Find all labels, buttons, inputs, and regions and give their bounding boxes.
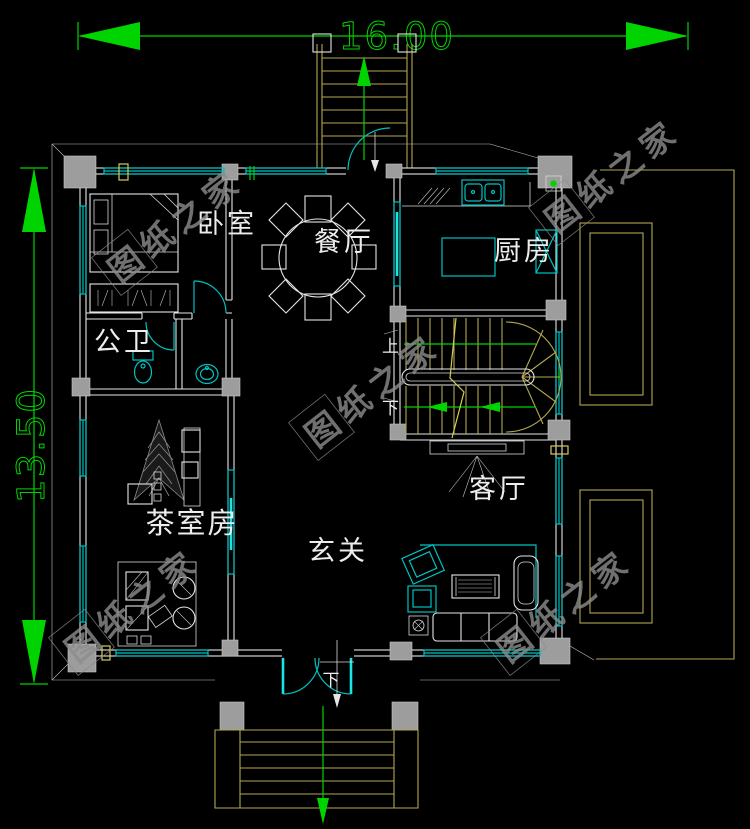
- label-entrance-down: 下: [323, 671, 340, 691]
- wardrobe: [89, 283, 179, 313]
- side-table-plant: [408, 615, 429, 636]
- label-dining: 餐厅: [314, 227, 374, 258]
- window-living-right-upper: [555, 457, 563, 525]
- bedroom-furniture: [89, 193, 179, 313]
- stair-handrail: [401, 368, 535, 386]
- steps-down-arrow: [317, 798, 329, 824]
- dining-table: [278, 218, 358, 298]
- glazing-kitchen-partition: [393, 201, 401, 287]
- window-kitchen-top: [435, 167, 529, 175]
- wall-marker-bottom: [101, 645, 111, 661]
- room-labels: 卧室 餐厅 厨房 公卫 茶室房 客厅 玄关 下: [94, 209, 554, 691]
- stair-down-label: 下: [382, 399, 399, 419]
- window-living-right-lower: [555, 555, 563, 627]
- armchair-1: [401, 543, 446, 585]
- stair-up-label: 上: [382, 337, 399, 357]
- watermark: 图纸之家: [48, 541, 208, 677]
- svg-text:图纸之家: 图纸之家: [298, 326, 448, 455]
- dimension-top: 16.00: [77, 15, 689, 59]
- door-bathroom: [145, 321, 175, 351]
- decor-cabinet: [127, 418, 201, 507]
- doors: [145, 127, 391, 708]
- desk-set: [117, 561, 197, 647]
- dining-furniture: [261, 195, 377, 321]
- site-boundary: [51, 143, 735, 681]
- label-kitchen: 厨房: [494, 236, 554, 267]
- bathroom-fittings: [132, 350, 219, 385]
- bed: [89, 193, 179, 273]
- stair-newel-left: [312, 33, 332, 53]
- kitchen-sink: [461, 179, 505, 206]
- wall-vent-marker: [249, 166, 255, 180]
- stair-up-arrow: [357, 56, 371, 86]
- stair-newel-right: [397, 33, 417, 53]
- entry-direction-arrow: [371, 160, 379, 172]
- label-living: 客厅: [469, 474, 529, 505]
- exterior-steps-bottom: [214, 706, 419, 824]
- label-tearoom: 茶室房: [145, 506, 238, 540]
- entrance-direction-arrow: [333, 694, 341, 708]
- structural-columns: [63, 155, 573, 731]
- dimension-arrow-right: [626, 22, 688, 50]
- gas-meter: [545, 175, 562, 192]
- toilet: [132, 350, 154, 384]
- living-furniture: [401, 543, 539, 642]
- dimension-arrow-left: [78, 22, 140, 50]
- watermarks: 图纸之家 图纸之家 图纸之家 图纸之家 图纸之家: [48, 111, 688, 677]
- door-top-entry: [347, 127, 391, 172]
- label-bathroom: 公卫: [94, 327, 154, 358]
- wall-marker-right: [550, 445, 569, 455]
- dimension-left-value: 13.50: [10, 387, 53, 503]
- tearoom-furniture: [117, 418, 201, 647]
- armchair-2: [407, 585, 437, 613]
- window-tearoom-bottom: [115, 649, 209, 657]
- window-bedroom-left: [79, 205, 87, 295]
- planter-lower: [579, 489, 653, 624]
- glazing-tearoom-partition: [227, 469, 235, 575]
- interior-stair: 上 下: [382, 317, 562, 439]
- door-main-entrance: [281, 640, 354, 708]
- window-dining-top: [245, 167, 327, 175]
- door-bedroom: [193, 280, 227, 314]
- coffee-table: [451, 574, 500, 599]
- windows: [79, 163, 569, 661]
- kitchen-island: [441, 237, 496, 277]
- window-stair-right: [555, 331, 563, 415]
- planter-upper: [579, 222, 653, 406]
- exterior-stair-top: [312, 33, 417, 168]
- dimension-arrow-down: [22, 620, 46, 684]
- dimension-left: 13.50: [10, 167, 54, 685]
- stair-break-line: [449, 317, 465, 439]
- kitchen-fittings: [402, 175, 562, 277]
- window-living-bottom: [423, 649, 541, 657]
- window-tearoom-left-lower: [79, 545, 87, 623]
- sofa: [432, 612, 518, 642]
- site-boundary-khaki: [596, 169, 735, 660]
- label-bedroom: 卧室: [197, 209, 257, 240]
- rug-outline: [420, 544, 537, 618]
- dimension-top-value: 16.00: [339, 15, 455, 58]
- label-foyer: 玄关: [308, 536, 368, 567]
- dimension-arrow-up: [22, 168, 46, 232]
- wash-basin: [195, 363, 219, 385]
- chaise-chair: [513, 555, 539, 611]
- window-bedroom-top: [103, 167, 225, 175]
- tv-cabinet: [429, 440, 525, 498]
- wall-marker-top: [118, 163, 129, 181]
- window-tearoom-left-upper: [79, 419, 87, 477]
